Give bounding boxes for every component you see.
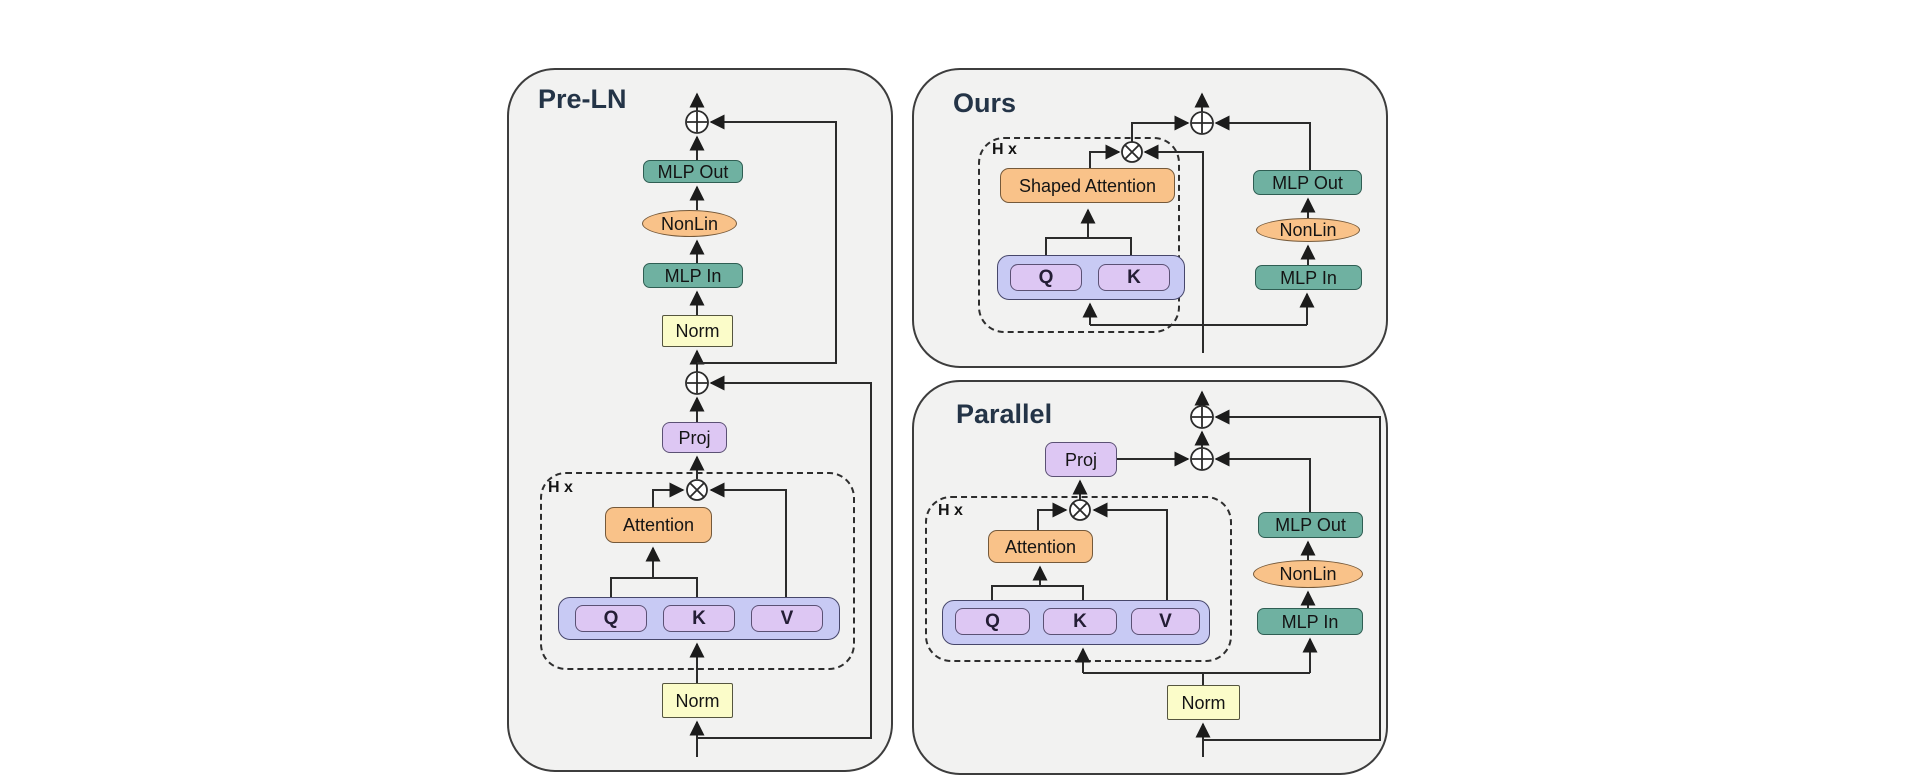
ours-k-box: K [1098, 264, 1170, 291]
preln-v-box: V [751, 605, 823, 632]
ours-shaped-attention-box: Shaped Attention [1000, 168, 1175, 203]
ours-mlp-in-box: MLP In [1255, 265, 1362, 290]
ours-q-box: Q [1010, 264, 1082, 291]
parallel-attention-box: Attention [988, 530, 1093, 563]
parallel-k-box: K [1043, 608, 1117, 635]
preln-k-box: K [663, 605, 735, 632]
preln-proj-box: Proj [662, 422, 727, 453]
parallel-hx-label: H x [938, 502, 963, 519]
preln-title: Pre-LN [538, 84, 627, 114]
preln-head-repeat-box [540, 472, 855, 670]
ours-title: Ours [953, 88, 1017, 118]
ours-hx-label: H x [992, 141, 1017, 158]
preln-mlp-out-box: MLP Out [643, 160, 743, 183]
parallel-mlp-in-box: MLP In [1257, 608, 1363, 635]
parallel-nonlin-node: NonLin [1253, 560, 1363, 588]
parallel-proj-box: Proj [1045, 442, 1117, 477]
preln-mlp-in-box: MLP In [643, 263, 743, 288]
parallel-title: Parallel [956, 399, 1053, 429]
ours-nonlin-node: NonLin [1256, 218, 1360, 242]
preln-lower-norm-box: Norm [662, 683, 733, 718]
preln-upper-norm-box: Norm [662, 315, 733, 347]
ours-head-repeat-box [978, 137, 1180, 333]
preln-nonlin-node: NonLin [642, 210, 737, 237]
parallel-norm-box: Norm [1167, 685, 1240, 720]
parallel-q-box: Q [955, 608, 1030, 635]
ours-mlp-out-box: MLP Out [1253, 170, 1362, 195]
preln-hx-label: H x [548, 479, 573, 496]
parallel-v-box: V [1131, 608, 1200, 635]
parallel-mlp-out-box: MLP Out [1258, 512, 1363, 538]
preln-attention-box: Attention [605, 507, 712, 543]
preln-q-box: Q [575, 605, 647, 632]
